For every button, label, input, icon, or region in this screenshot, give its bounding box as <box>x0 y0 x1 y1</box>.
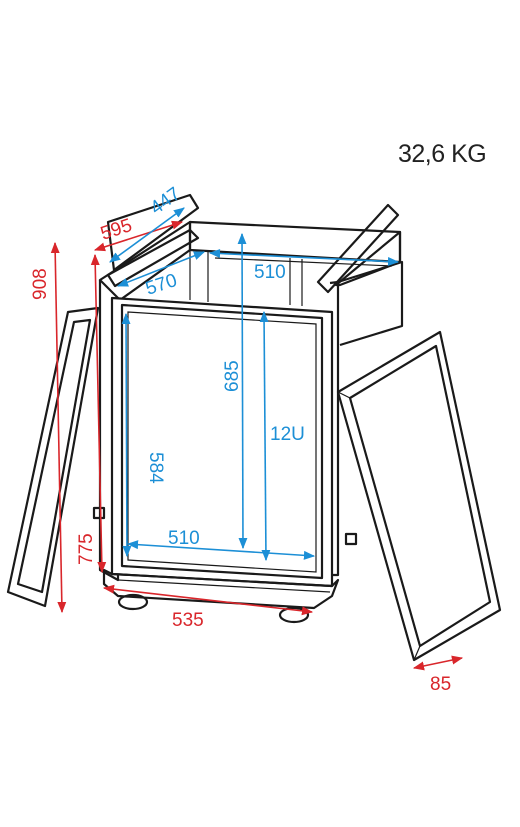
right-door-panel <box>336 330 502 662</box>
door-thickness-line <box>412 655 464 671</box>
lid-length-label: 447 <box>147 183 185 219</box>
inner-width-bottom-line <box>126 540 316 560</box>
inner-width-top-label: 510 <box>254 262 286 283</box>
rack-units-label: 12U <box>270 424 305 445</box>
inner-height-label: 685 <box>222 360 243 392</box>
blue-dimensions: 447 570 510 685 584 12U 510 <box>109 183 400 562</box>
door-height-line <box>121 312 132 558</box>
door-thickness-label: 85 <box>430 674 451 695</box>
body-height-line <box>90 253 107 574</box>
total-height-line <box>50 241 67 614</box>
depth-top-label: 595 <box>98 215 135 245</box>
total-height-label: 908 <box>30 268 51 300</box>
inner-depth-line <box>116 251 206 287</box>
weight-label: 32,6 KG <box>398 140 487 168</box>
door-height-label: 584 <box>145 452 166 484</box>
inner-width-bottom-label: 510 <box>168 528 200 549</box>
rack-units-line <box>259 310 271 562</box>
base-width-label: 535 <box>172 610 204 631</box>
body-height-label: 775 <box>76 533 97 565</box>
inner-height-line <box>237 232 248 550</box>
base-width-line <box>102 584 314 616</box>
